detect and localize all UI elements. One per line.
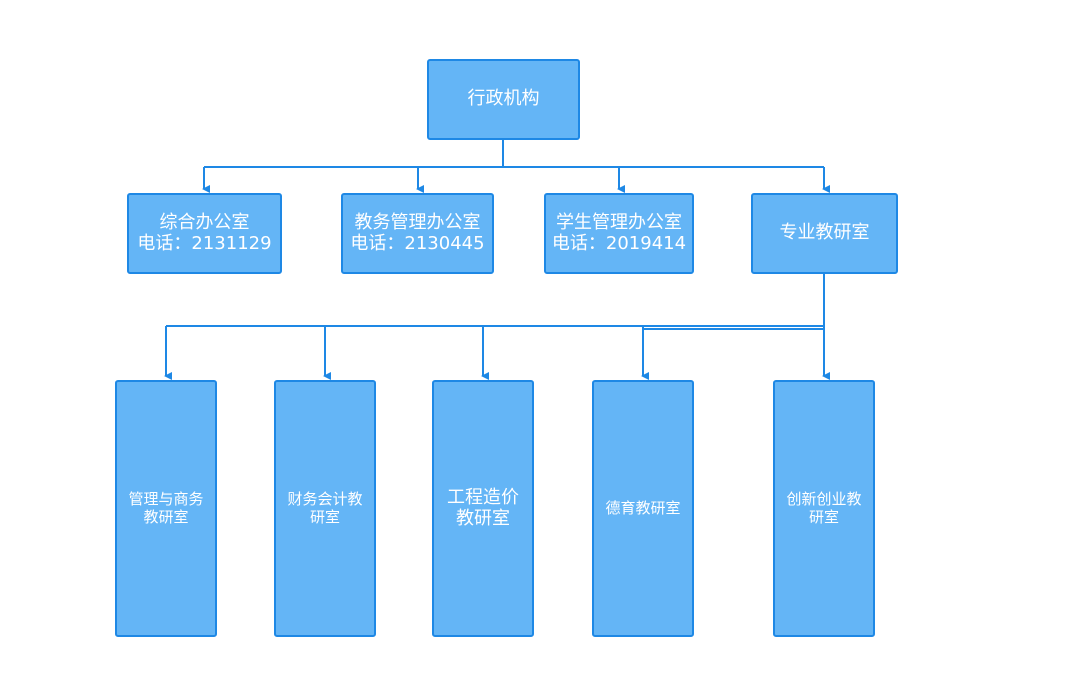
node-root: 行政机构 <box>427 59 580 140</box>
node-chuangxin-label: 创新创业教研室 <box>786 490 862 526</box>
node-zhuanye: 专业教研室 <box>751 193 898 274</box>
node-zhuanye-name: 专业教研室 <box>779 222 870 244</box>
node-deyu-label: 德育教研室 <box>605 498 681 517</box>
node-gongcheng-label: 工程造价教研室 <box>447 486 519 529</box>
node-jiaowu-name: 教务管理办公室 <box>354 211 481 233</box>
node-xuesheng-name: 学生管理办公室 <box>556 211 682 233</box>
node-guanli: 管理与商务教研室 <box>115 380 217 637</box>
node-chuangxin: 创新创业教研室 <box>773 380 875 637</box>
node-deyu: 德育教研室 <box>592 380 694 637</box>
node-gongcheng: 工程造价教研室 <box>432 380 534 637</box>
node-jiaowu: 教务管理办公室 电话：2130445 <box>341 193 494 274</box>
node-zonghe-name: 综合办公室 <box>159 211 250 233</box>
node-xuesheng: 学生管理办公室 电话：2019414 <box>544 193 694 274</box>
node-guanli-label: 管理与商务教研室 <box>128 490 204 526</box>
node-caiwu: 财务会计教研室 <box>274 380 376 637</box>
node-root-label: 行政机构 <box>467 88 540 110</box>
node-caiwu-label: 财务会计教研室 <box>287 490 363 526</box>
node-zonghe: 综合办公室 电话：2131129 <box>127 193 282 274</box>
node-jiaowu-phone: 电话：2130445 <box>350 232 485 254</box>
node-zonghe-phone: 电话：2131129 <box>137 232 272 254</box>
node-xuesheng-phone: 电话：2019414 <box>551 232 687 254</box>
